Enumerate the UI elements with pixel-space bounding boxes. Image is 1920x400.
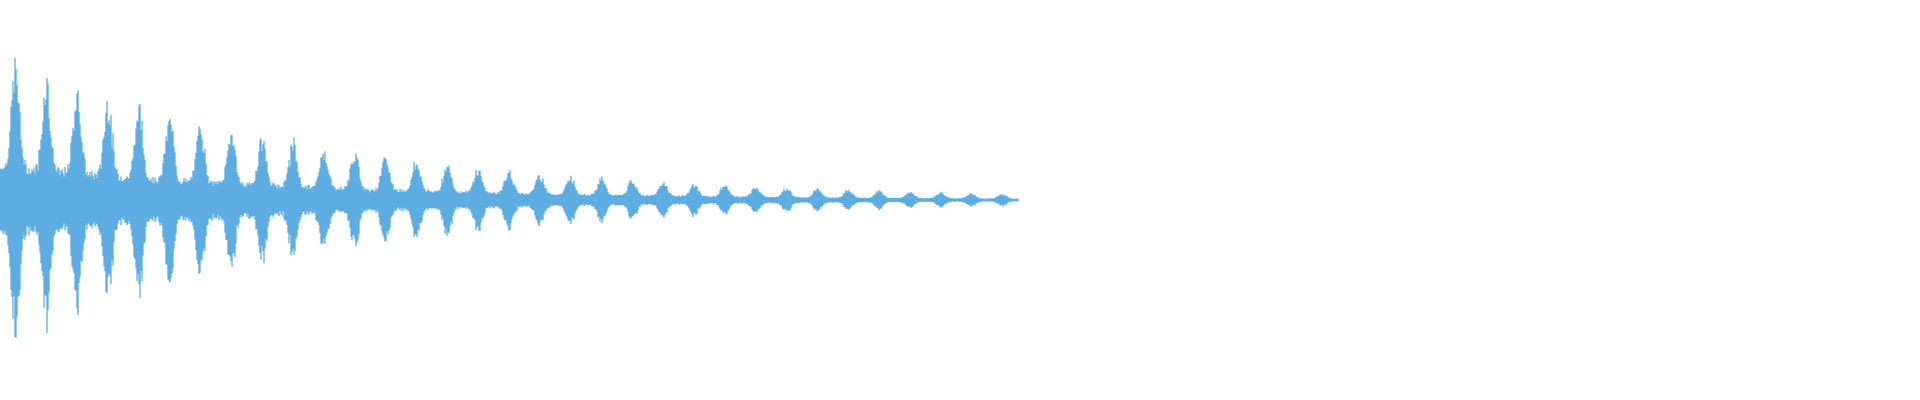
waveform-trace	[0, 58, 1019, 339]
